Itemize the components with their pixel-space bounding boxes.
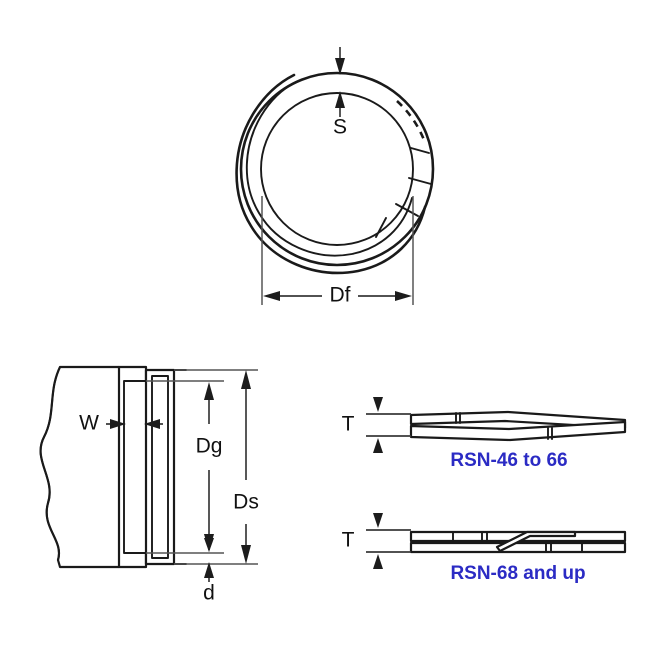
dimension-W: W bbox=[79, 412, 163, 435]
ring-spiral-second-turn bbox=[235, 73, 427, 275]
dimension-Ds-arrowhead-top bbox=[241, 370, 251, 389]
ring-profile-tapered-view: T RSN-46 to 66 bbox=[342, 397, 627, 471]
dimension-Df-arrowhead-left bbox=[263, 291, 280, 301]
ring-end-taper-line bbox=[375, 217, 387, 238]
ring-inner-circle bbox=[260, 92, 414, 246]
profile-tapered-lower-coil bbox=[409, 420, 627, 442]
ring-end-step-line-2 bbox=[408, 177, 432, 185]
ring-hidden-spiral-arc bbox=[396, 100, 426, 141]
retaining-ring-section-inner bbox=[151, 375, 169, 559]
dimension-S-lower-arrowhead bbox=[335, 91, 345, 108]
dimension-Df-label: Df bbox=[330, 284, 351, 307]
ring-profile-flat-view: T RSN-68 and up bbox=[342, 513, 627, 584]
dimension-T-upper-label: T bbox=[342, 413, 355, 436]
dimension-T-upper-arrowhead-top bbox=[373, 397, 383, 412]
dimension-Df: Df bbox=[261, 196, 414, 307]
dimension-S-label: S bbox=[333, 116, 347, 139]
ring-front-view: S Df bbox=[235, 47, 435, 307]
dimension-Ds-label: Ds bbox=[233, 491, 259, 514]
dimension-d-arrowhead-lower bbox=[204, 562, 214, 578]
dimension-T-lower-arrowhead-bottom bbox=[373, 554, 383, 569]
dimension-Dg-arrowhead-top bbox=[204, 382, 214, 400]
ring-spiral-second-turn-inner bbox=[245, 81, 413, 257]
dimension-S: S bbox=[333, 47, 347, 139]
shaft-groove-section-view: W Dg Ds bbox=[39, 365, 259, 605]
dimension-T-lower-arrowhead-top bbox=[373, 513, 383, 528]
shaft-break-line bbox=[39, 366, 61, 561]
profile-tapered-caption: RSN-46 to 66 bbox=[450, 450, 567, 471]
dimension-W-arrowhead-right bbox=[144, 419, 160, 429]
dimension-W-label: W bbox=[79, 412, 99, 435]
dimension-S-upper-arrowhead bbox=[335, 58, 345, 75]
dimension-d: d bbox=[203, 538, 215, 605]
profile-flat-lower-coil bbox=[409, 541, 627, 554]
ring-outer-circle bbox=[239, 71, 435, 267]
dimension-Ds-arrowhead-bottom bbox=[241, 545, 251, 564]
profile-flat-crossover-transition bbox=[495, 530, 577, 553]
dimension-d-arrowhead-upper bbox=[204, 538, 214, 552]
dimension-T-upper-arrowhead-bottom bbox=[373, 438, 383, 453]
dimension-Dg-label: Dg bbox=[196, 435, 223, 458]
dimension-T-upper: T bbox=[342, 397, 411, 453]
dimension-Ds: Ds bbox=[174, 369, 259, 565]
dimension-W-arrowhead-left bbox=[110, 419, 126, 429]
dimension-Df-arrowhead-right bbox=[395, 291, 412, 301]
dimension-T-lower-label: T bbox=[342, 529, 355, 552]
ring-end-step-line-3 bbox=[395, 203, 419, 217]
profile-flat-caption: RSN-68 and up bbox=[450, 563, 585, 584]
ring-end-step-line-1 bbox=[410, 147, 430, 154]
dimension-T-lower: T bbox=[342, 513, 411, 569]
dimension-d-label: d bbox=[203, 582, 215, 605]
groove-relief-face bbox=[123, 380, 147, 554]
